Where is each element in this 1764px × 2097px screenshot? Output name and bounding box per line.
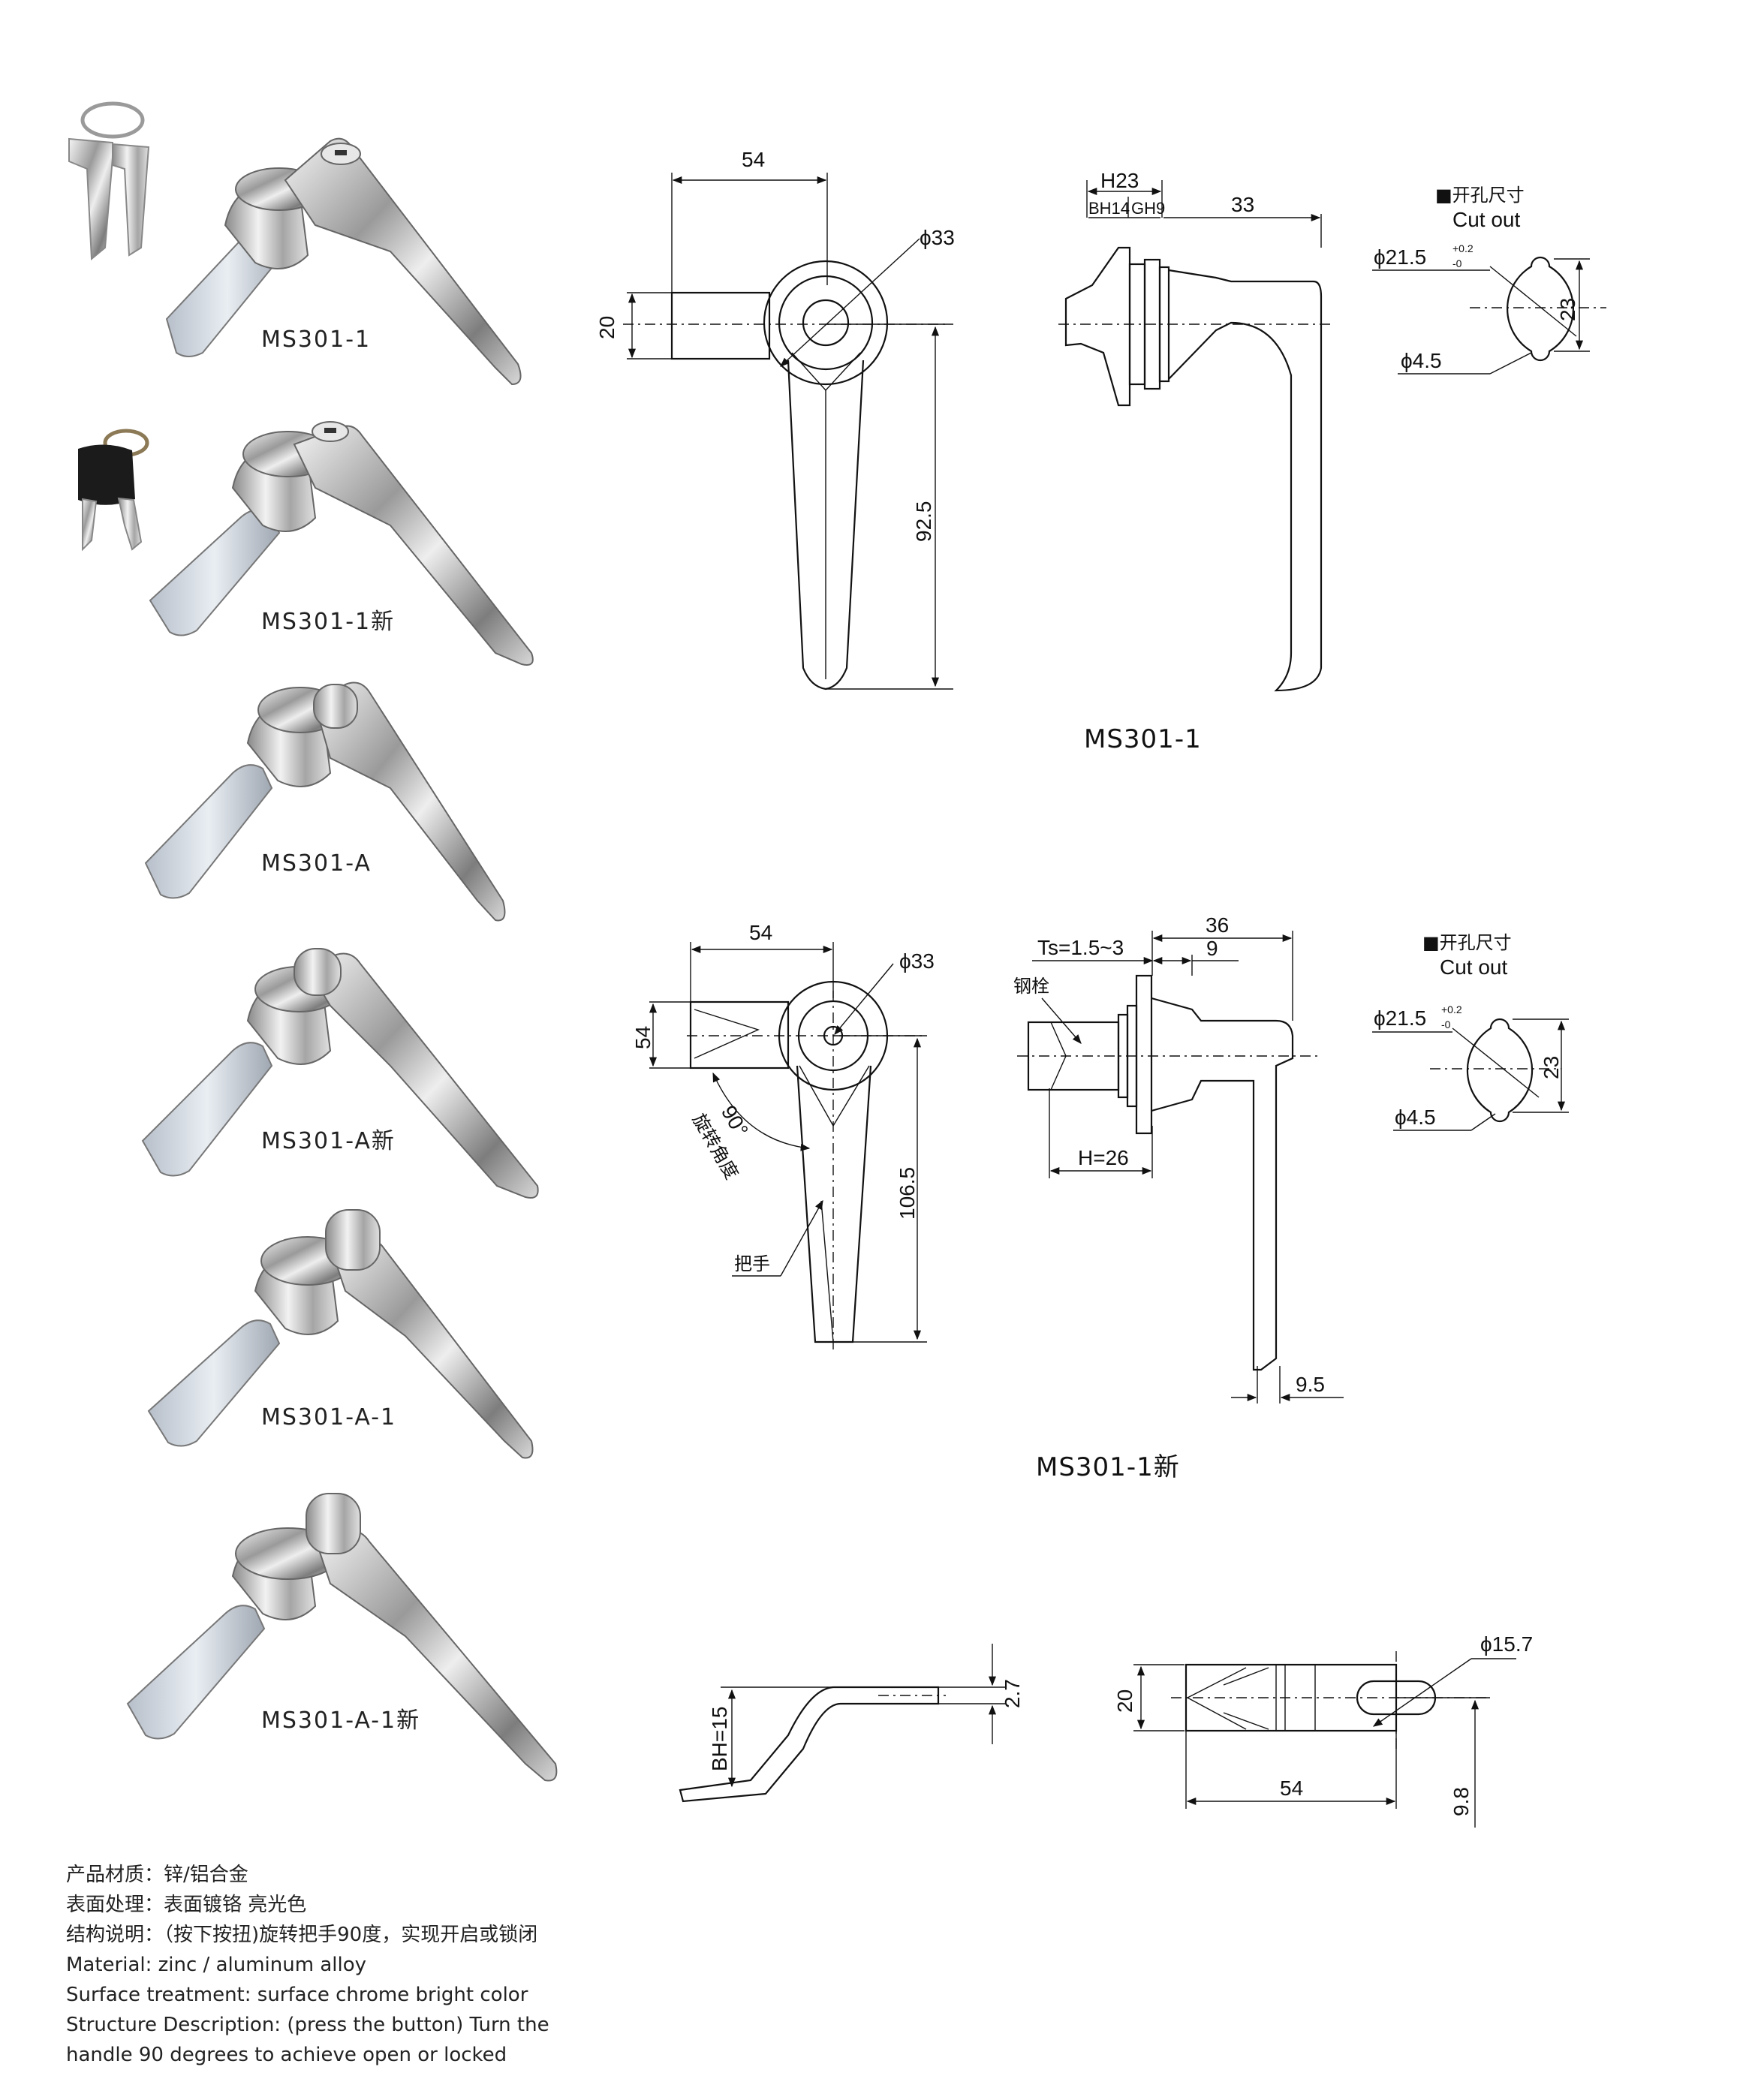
dim2-h26: H=26 bbox=[1078, 1146, 1129, 1169]
note-surface-cn: 表面处理：表面镀铬 亮光色 bbox=[66, 1894, 307, 1916]
dim2-length-106-5: 106.5 bbox=[896, 1167, 919, 1220]
dim2-9-5: 9.5 bbox=[1296, 1373, 1325, 1396]
dim2-angle: 90° bbox=[717, 1102, 753, 1141]
dim2-width-54: 54 bbox=[749, 921, 772, 944]
drawing1-title: MS301-1 bbox=[1084, 724, 1202, 754]
drawing-ms301-1-new-side: 36 9 Ts=1.5~3 钢栓 H=26 9.5 bbox=[1013, 913, 1344, 1404]
cutout1-height: 23 bbox=[1556, 298, 1579, 321]
dim3-bh15: BH=15 bbox=[708, 1707, 731, 1771]
dim-depth-33: 33 bbox=[1231, 193, 1254, 216]
note-structure-en-2: handle 90 degrees to achieve open or loc… bbox=[66, 2044, 507, 2066]
drawing-ms301-1-new-front: 54 54 ϕ33 90° 旋转角度 把手 106.5 bbox=[631, 921, 935, 1351]
dim-dia-33: ϕ33 bbox=[920, 226, 955, 249]
note-material-en: Material: zinc / aluminum alloy bbox=[66, 1954, 366, 1976]
product-label-ms301-a-1: MS301-A-1 bbox=[261, 1404, 396, 1431]
dim-h23: H23 bbox=[1100, 169, 1139, 192]
cutout2-heading: ■开孔尺寸 bbox=[1422, 932, 1512, 953]
note-structure-cn: 结构说明：（按下按扭)旋转把手90度，实现开启或锁闭 bbox=[66, 1924, 538, 1946]
cutout2-tol-up: +0.2 bbox=[1441, 1003, 1462, 1015]
dim3-dia-15-7: ϕ15.7 bbox=[1480, 1632, 1533, 1656]
dim2-left-54: 54 bbox=[631, 1026, 655, 1049]
dim-length-92-5: 92.5 bbox=[912, 501, 935, 543]
dim3-9-8: 9.8 bbox=[1449, 1787, 1473, 1816]
cutout1-dia: ϕ21.5 bbox=[1374, 245, 1426, 269]
dim3-54: 54 bbox=[1280, 1777, 1303, 1800]
product-label-ms301-1-new: MS301-1新 bbox=[261, 609, 395, 635]
cutout2-heading-en: Cut out bbox=[1440, 955, 1507, 979]
product-photo-ms301-1-new bbox=[149, 421, 534, 666]
product-photo-ms301-1 bbox=[165, 137, 522, 386]
note-structure-en-1: Structure Description: (press the button… bbox=[66, 2014, 549, 2036]
key-set-black bbox=[78, 429, 149, 552]
dim2-36: 36 bbox=[1206, 913, 1229, 937]
cutout2-tol-down: -0 bbox=[1441, 1018, 1451, 1030]
cutout1-small-dia: ϕ4.5 bbox=[1401, 349, 1442, 372]
drawing-ms301-1-front: 54 20 ϕ33 92.5 bbox=[595, 148, 955, 690]
key-set-silver bbox=[68, 101, 150, 261]
product-label-ms301-a-1-new: MS301-A-1新 bbox=[261, 1707, 420, 1734]
drawing-ms301-1-new-cutout: ■开孔尺寸 Cut out ϕ21.5 +0.2 -0 23 ϕ4.5 bbox=[1372, 932, 1569, 1131]
dim-gh9: GH9 bbox=[1131, 199, 1165, 218]
drawing2-title: MS301-1新 bbox=[1036, 1452, 1180, 1482]
drawing-cam-top: ϕ15.7 20 54 9.8 bbox=[1113, 1632, 1533, 1828]
note-material-cn: 产品材质：锌/铝合金 bbox=[66, 1864, 248, 1886]
cutout2-dia: ϕ21.5 bbox=[1374, 1006, 1426, 1030]
cutout1-tol-up: +0.2 bbox=[1452, 242, 1474, 254]
cutout2-height: 23 bbox=[1540, 1056, 1563, 1079]
dim3-2-7: 2.7 bbox=[1001, 1679, 1024, 1708]
dim-width-54: 54 bbox=[742, 148, 765, 171]
product-label-ms301-a-new: MS301-A新 bbox=[261, 1128, 396, 1154]
dim2-handle-cn: 把手 bbox=[734, 1253, 770, 1274]
dim3-20: 20 bbox=[1113, 1689, 1136, 1713]
dim2-bolt-cn: 钢栓 bbox=[1013, 976, 1049, 997]
dim2-ts: Ts=1.5~3 bbox=[1037, 936, 1124, 959]
product-label-ms301-1: MS301-1 bbox=[261, 326, 371, 353]
product-photo-ms301-a-new bbox=[141, 948, 539, 1199]
product-label-ms301-a: MS301-A bbox=[261, 850, 372, 877]
drawing-cam-side: BH=15 2.7 bbox=[679, 1644, 1024, 1803]
note-surface-en: Surface treatment: surface chrome bright… bbox=[66, 1984, 528, 2006]
drawing-ms301-1-side: H23 BH14 GH9 33 bbox=[1058, 169, 1332, 692]
dim2-dia-33: ϕ33 bbox=[899, 949, 935, 973]
product-photo-ms301-a bbox=[144, 681, 506, 922]
dim-left-20: 20 bbox=[595, 316, 619, 339]
cutout1-tol-down: -0 bbox=[1452, 257, 1462, 269]
dim-bh14: BH14 bbox=[1088, 199, 1130, 218]
cutout1-heading-en: Cut out bbox=[1452, 208, 1520, 231]
product-photo-ms301-a-1 bbox=[147, 1209, 534, 1459]
dim2-9: 9 bbox=[1206, 937, 1218, 960]
product-notes: 产品材质：锌/铝合金 表面处理：表面镀铬 亮光色 结构说明：（按下按扭)旋转把手… bbox=[66, 1860, 549, 2070]
cutout1-heading: ■开孔尺寸 bbox=[1435, 185, 1525, 206]
product-photo-ms301-a-1-new bbox=[126, 1493, 558, 1782]
drawing-ms301-1-cutout: ■开孔尺寸 Cut out ϕ21.5 +0.2 -0 23 ϕ4.5 bbox=[1372, 185, 1606, 375]
cutout2-small-dia: ϕ4.5 bbox=[1395, 1106, 1436, 1129]
